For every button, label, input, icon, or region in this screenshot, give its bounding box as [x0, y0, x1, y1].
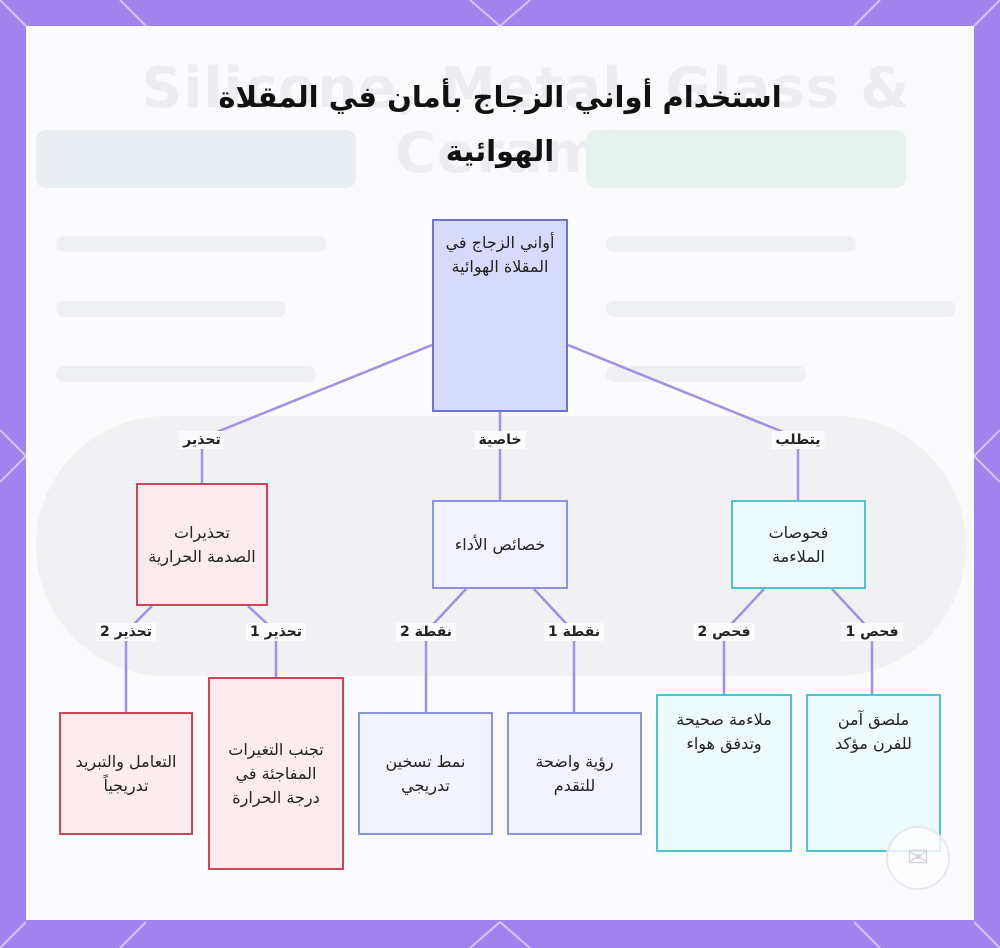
node-label: التعامل والتبريد تدريجياً	[75, 751, 177, 795]
node-label: نمط تسخين تدريجي	[385, 751, 466, 795]
edge-label-requires: يتطلب	[771, 431, 825, 449]
edge-label-warning-2: تحذير 2	[95, 623, 157, 641]
node-label: ملاءمة صحيحة وتدفق هواء	[676, 710, 772, 753]
edge-label-property: خاصية	[474, 431, 526, 449]
node-compatibility-checks: فحوصات الملاءمة	[731, 500, 866, 589]
node-label: ملصق آمن للفرن مؤكد	[835, 710, 912, 753]
link-performance-clear	[533, 588, 576, 712]
watermark-logo-icon: ✉	[886, 826, 950, 890]
edge-label-warning: تحذير	[179, 431, 225, 449]
node-label: رؤية واضحة للتقدم	[535, 751, 614, 795]
node-label: أواني الزجاج في المقلاة الهوائية	[445, 233, 555, 276]
node-performance-properties: خصائص الأداء	[432, 500, 568, 589]
link-compatibility-fit	[722, 588, 765, 694]
node-label: خصائص الأداء	[454, 534, 546, 554]
node-label: تحذيرات الصدمة الحرارية	[148, 522, 256, 566]
node-proper-fit-airflow: ملاءمة صحيحة وتدفق هواء	[656, 694, 792, 852]
edge-label-check-1: فحص 1	[841, 623, 903, 641]
node-label: تجنب التغيرات المفاجئة في درجة الحرارة	[228, 739, 324, 807]
edge-label-warning-1: تحذير 1	[245, 623, 307, 641]
diagram-title: استخدام أواني الزجاج بأمان في المقلاة ال…	[218, 80, 782, 168]
link-thermal-avoid	[247, 605, 278, 677]
edge-label-point-1: نقطة 1	[543, 623, 605, 641]
link-root-thermal	[200, 343, 433, 483]
node-avoid-sudden-temperature-changes: تجنب التغيرات المفاجئة في درجة الحرارة	[208, 677, 344, 870]
link-compatibility-label	[831, 588, 874, 694]
link-root-compatibility	[567, 343, 800, 500]
node-gradual-heating-pattern: نمط تسخين تدريجي	[358, 712, 493, 835]
node-thermal-shock-warnings: تحذيرات الصدمة الحرارية	[136, 483, 268, 606]
node-oven-safe-label-confirmed: ملصق آمن للفرن مؤكد	[806, 694, 941, 852]
node-glassware-air-fryer: أواني الزجاج في المقلاة الهوائية	[432, 219, 568, 412]
link-thermal-cool	[124, 605, 153, 712]
node-handle-cool-gradually: التعامل والتبريد تدريجياً	[59, 712, 193, 835]
link-performance-gradual	[424, 588, 467, 712]
edge-label-point-2: نقطة 2	[395, 623, 457, 641]
node-label: فحوصات الملاءمة	[768, 522, 829, 566]
edge-label-check-2: فحص 2	[693, 623, 755, 641]
node-clear-view-progress: رؤية واضحة للتقدم	[507, 712, 642, 835]
